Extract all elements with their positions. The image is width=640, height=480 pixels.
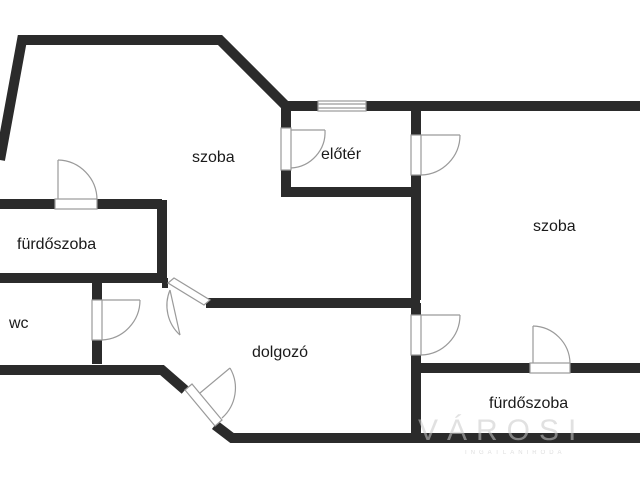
room-labels: szoba előtér szoba fürdőszoba wc dolgozó… <box>8 146 576 412</box>
room-label-furdoszoba-left: fürdőszoba <box>17 236 96 253</box>
door-bottom-entrance <box>184 367 237 427</box>
door-left-bath <box>54 159 98 210</box>
room-label-furdoszoba-right: fürdőszoba <box>489 395 568 412</box>
outer-wall-bottom-2 <box>211 421 640 443</box>
room-label-wc: wc <box>8 315 29 332</box>
door-right-bath <box>529 325 571 374</box>
room-label-szoba-left: szoba <box>192 149 235 166</box>
door-dolgozo-right <box>410 314 461 356</box>
wall-eloter-left <box>281 106 421 300</box>
room-label-dolgozo: dolgozó <box>252 344 308 361</box>
windows <box>317 100 367 112</box>
door-dolgozo-top <box>166 277 212 336</box>
watermark-sub: INGATLANIRODA <box>465 450 566 456</box>
room-label-eloter: előtér <box>321 146 362 163</box>
watermark: VÁROSI INGATLANIRODA <box>418 414 585 456</box>
window-eloter-top <box>317 100 367 112</box>
room-label-szoba-right: szoba <box>533 218 576 235</box>
door-eloter-left <box>280 127 326 171</box>
watermark-brand: VÁROSI <box>418 414 585 447</box>
outer-wall-bottom <box>0 365 189 394</box>
door-wc <box>91 299 141 341</box>
outer-wall-top-left <box>0 35 318 161</box>
door-eloter-right <box>410 134 461 176</box>
doors <box>54 127 571 427</box>
